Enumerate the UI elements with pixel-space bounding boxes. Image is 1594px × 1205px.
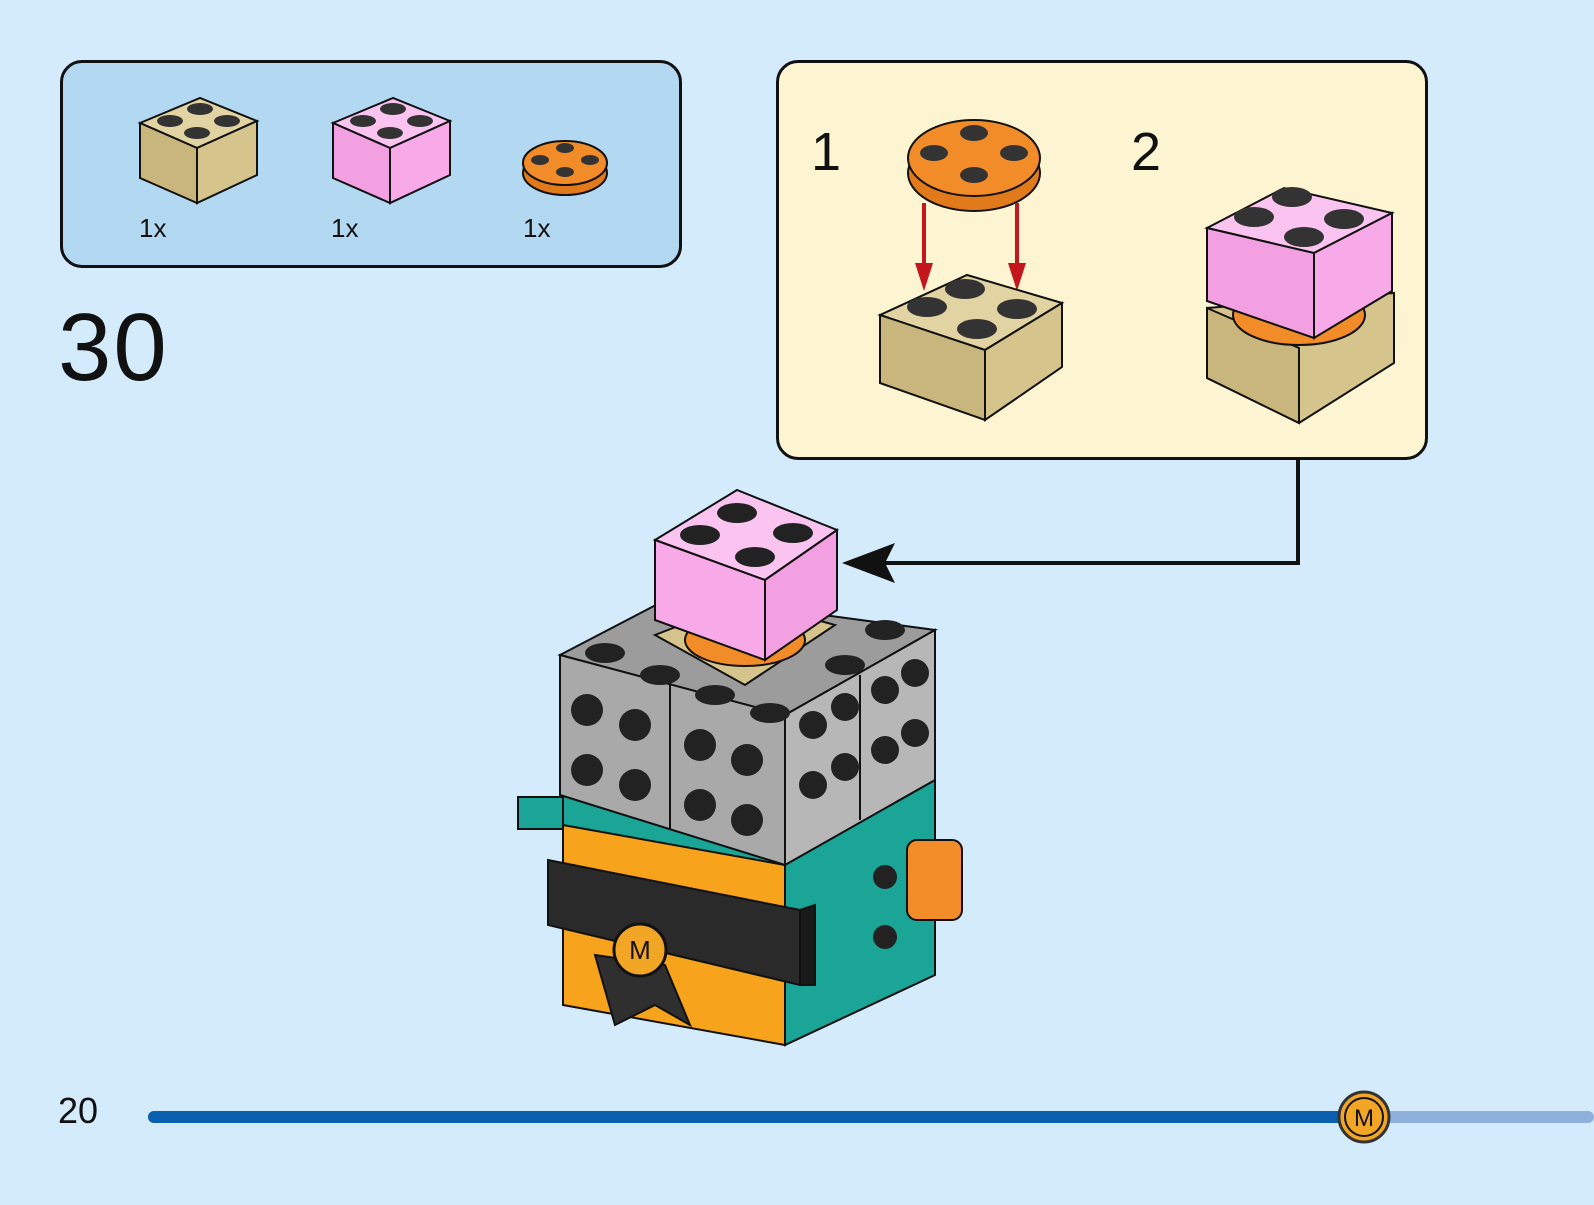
sub-step-number: 1 xyxy=(811,125,841,179)
pink-brick-2x2-image xyxy=(328,93,458,208)
sub-step-number: 2 xyxy=(1131,125,1161,179)
sub-assembly-callout: 1 2 xyxy=(776,60,1428,460)
brand-logo-icon: M xyxy=(1336,1089,1392,1145)
quantity-label: 1x xyxy=(139,213,166,244)
stacked-bricks-image xyxy=(1204,163,1404,433)
progress-bar-fill xyxy=(148,1111,1363,1123)
orange-round-plate-image xyxy=(904,93,1044,213)
quantity-label: 1x xyxy=(523,213,550,244)
tan-brick-2x2-image xyxy=(135,93,265,208)
page-number: 20 xyxy=(58,1093,98,1129)
svg-text:M: M xyxy=(1354,1105,1374,1132)
orange-round-plate-image xyxy=(518,128,613,208)
svg-text:M: M xyxy=(629,935,651,965)
step-number: 30 xyxy=(58,300,169,396)
main-model-image: M xyxy=(515,485,975,1055)
quantity-label: 1x xyxy=(331,213,358,244)
parts-list-box: 1x 1x 1x xyxy=(60,60,682,268)
tan-brick-2x2-image xyxy=(877,255,1067,425)
